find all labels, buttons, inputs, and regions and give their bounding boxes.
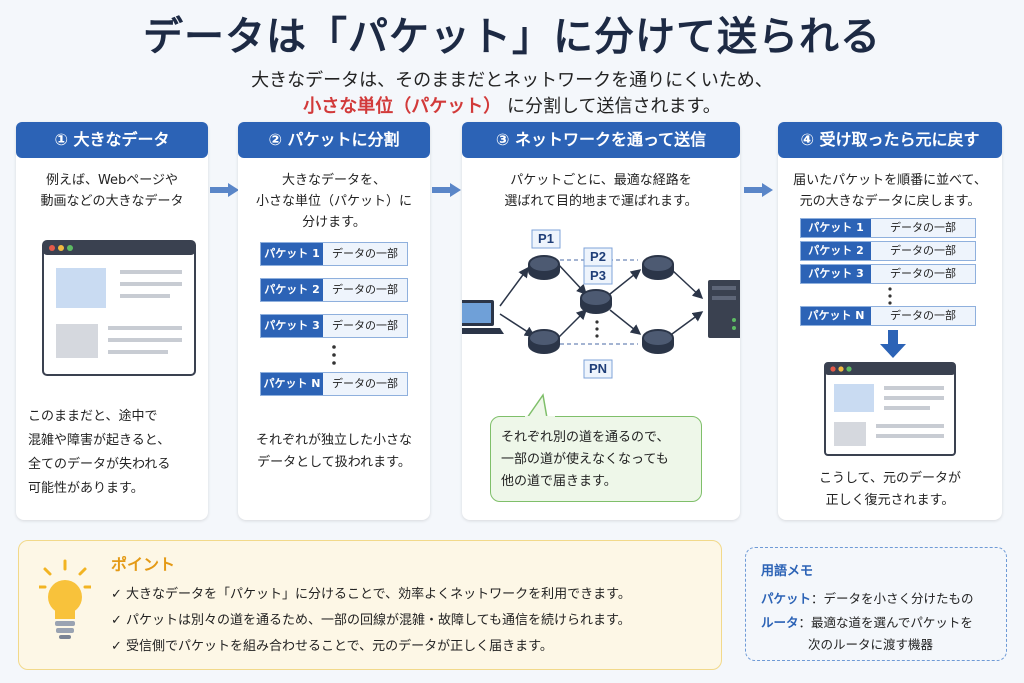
packet-tag-pn: PN: [589, 361, 607, 376]
arrow-right-icon: [432, 183, 461, 197]
step-header-2: ② パケットに分割: [238, 122, 430, 158]
point-item-3: ✓ 受信側でパケットを組み合わせることで、元のデータが正しく届きます。: [111, 639, 553, 654]
point-item-1: ✓ 大きなデータを「パケット」に分けることで、効率よくネットワークを利用できます…: [111, 587, 631, 602]
step2-text1: 大きなデータを、: [281, 173, 386, 188]
step1-bottom2: 混雑や障害が起きると、: [28, 433, 171, 448]
step1-text1: 例えば、Webページや: [45, 173, 179, 188]
step2-text3: 分けます。: [302, 215, 366, 230]
point-title: ポイント: [111, 555, 176, 574]
bubble-line2: 一部の道が使えなくなっても: [501, 452, 669, 467]
step4-bottom1: こうして、元のデータが: [819, 471, 961, 486]
arrow-right-icon: [210, 183, 239, 197]
subtitle-line1: 大きなデータは、そのままだとネットワークを通りにくいため、: [251, 70, 773, 91]
bubble-line3: 他の道で届きます。: [501, 474, 617, 489]
step3-text2: 選ばれて目的地まで運ばれます。: [504, 194, 698, 209]
step-header-1: ① 大きなデータ: [16, 122, 208, 158]
webpage-icon: [824, 362, 956, 456]
memo-line3: 次のルータに渡す機器: [808, 637, 934, 652]
webpage-icon: [42, 240, 196, 376]
step2-text2: 小さな単位（パケット）に: [255, 194, 412, 209]
step2-bottom1: それぞれが独立した小さな: [255, 433, 412, 448]
step4-text1: 届いたパケットを順番に並べて、: [793, 173, 987, 188]
step-header-4: ④ 受け取ったら元に戻す: [778, 122, 1002, 158]
glossary-memo: 用語メモ パケット：データを小さく分けたもの ルータ：最適な道を選んでパケットを…: [745, 547, 1007, 661]
page-title: データは「パケット」に分けて送られる: [143, 14, 881, 60]
step1-text2: 動画などの大きなデータ: [40, 194, 184, 209]
step4-text2: 元の大きなデータに戻します。: [799, 194, 981, 209]
subtitle-rest: に分割して送信されます。: [507, 96, 721, 117]
packet-tag-p1: P1: [538, 231, 554, 246]
step-card-3: ③ ネットワークを通って送信 パケットごとに、最適な経路を 選ばれて目的地まで運…: [462, 122, 740, 520]
point-box: ポイント ✓ 大きなデータを「パケット」に分けることで、効率よくネットワークを利…: [18, 540, 722, 670]
packet-tag-p2: P2: [590, 249, 606, 264]
step3-text1: パケットごとに、最適な経路を: [510, 173, 692, 188]
point-item-2: ✓ パケットは別々の道を通るため、一部の回線が混雑・故障しても通信を続けられます…: [111, 613, 631, 628]
step-card-1: ① 大きなデータ 例えば、Webページや 動画などの大きなデータ このままだと、…: [16, 122, 208, 520]
step1-bottom4: 可能性があります。: [28, 481, 144, 496]
laptop-icon: [462, 300, 504, 334]
vertical-dots-icon: [332, 345, 336, 365]
bubble-line1: それぞれ別の道を通るので、: [501, 430, 670, 445]
speech-bubble: それぞれ別の道を通るので、 一部の道が使えなくなっても 他の道で届きます。: [490, 393, 702, 502]
memo-line2: ルータ：最適な道を選んでパケットを: [761, 615, 973, 630]
step-header-3: ③ ネットワークを通って送信: [462, 122, 740, 158]
step-card-2: ② パケットに分割 大きなデータを、 小さな単位（パケット）に 分けます。 パケ…: [238, 122, 430, 520]
step1-bottom3: 全てのデータが失われる: [28, 457, 171, 472]
memo-line1: パケット：データを小さく分けたもの: [761, 591, 974, 606]
lightbulb-icon: [39, 559, 91, 639]
packet-tag-p3: P3: [590, 268, 606, 283]
memo-title: 用語メモ: [761, 564, 814, 579]
step4-bottom2: 正しく復元されます。: [825, 493, 955, 508]
step-card-4: ④ 受け取ったら元に戻す 届いたパケットを順番に並べて、 元の大きなデータに戻し…: [778, 122, 1002, 520]
server-icon: [708, 280, 740, 338]
subtitle-line2: 小さな単位（パケット） に分割して送信されます。: [0, 92, 1024, 118]
vertical-dots-icon: [888, 287, 892, 305]
arrow-down-icon: [880, 330, 906, 358]
step1-bottom1: このままだと、途中で: [28, 409, 158, 424]
arrow-right-icon: [744, 183, 773, 197]
network-diagram: P1 P2 P3 PN: [462, 229, 740, 379]
subtitle-highlight: 小さな単位（パケット）: [303, 96, 502, 117]
step2-bottom2: データとして扱われます。: [257, 455, 411, 470]
